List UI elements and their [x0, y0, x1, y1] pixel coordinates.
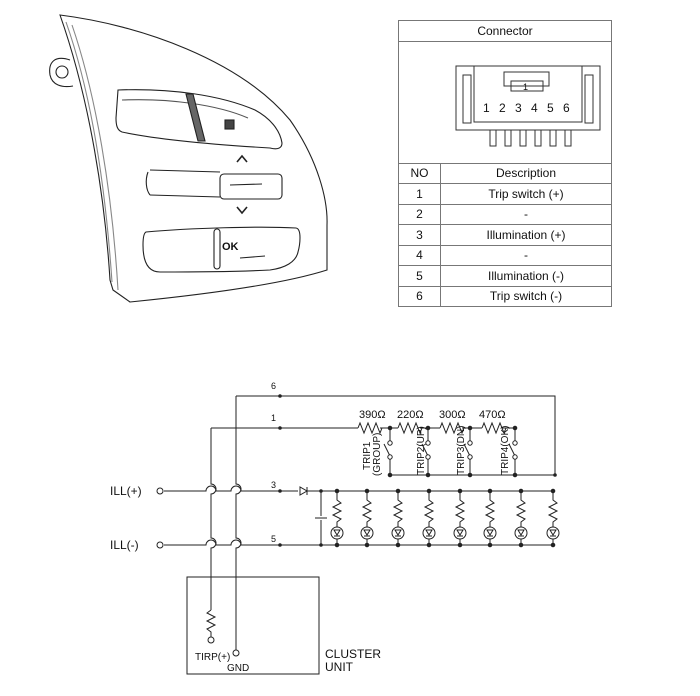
led-icon	[483, 526, 497, 540]
resistor-label: 300Ω	[439, 409, 466, 421]
gnd-terminal	[232, 649, 240, 657]
led-icon	[514, 526, 528, 540]
pin-description: Trip switch (-)	[440, 285, 612, 307]
pin-label: 2	[499, 101, 506, 115]
pin-1-label: 1	[271, 413, 276, 423]
capacitor	[315, 491, 327, 545]
ok-button[interactable]	[142, 226, 301, 273]
switch-label: (GROUP)	[372, 433, 383, 476]
switch-label: TRIP2(UP)	[416, 426, 427, 475]
gnd-label: GND	[227, 663, 249, 674]
scroll-button[interactable]	[219, 173, 283, 200]
resistor-390	[357, 421, 383, 435]
led-icon	[546, 526, 560, 540]
illumination-led	[360, 488, 374, 548]
led-icon	[453, 526, 467, 540]
trip-switch	[383, 425, 393, 478]
illumination-led	[391, 488, 405, 548]
led-icon	[391, 526, 405, 540]
tirp-terminal	[207, 636, 215, 644]
table-row: 4-	[398, 244, 612, 266]
trip-switch	[463, 425, 473, 478]
pin-label: 6	[563, 101, 570, 115]
pin-3-label: 3	[271, 480, 276, 490]
pin-label: 1	[483, 101, 490, 115]
illumination-led	[330, 488, 344, 548]
connector-icon: 1 1 2 3 4 5 6	[455, 65, 601, 146]
cluster-label: CLUSTER	[325, 647, 381, 661]
led-icon	[360, 526, 374, 540]
led-icon	[422, 526, 436, 540]
pin-6-label: 6	[271, 381, 276, 391]
led-icon	[330, 526, 344, 540]
illumination-led	[422, 488, 436, 548]
pin-label: 4	[531, 101, 538, 115]
resistor-label: 390Ω	[359, 409, 386, 421]
ok-label: OK	[222, 241, 239, 253]
ill-plus-terminal	[156, 487, 164, 495]
illumination-led	[453, 488, 467, 548]
pin-label: 3	[515, 101, 522, 115]
pin-5-label: 5	[271, 534, 276, 544]
illumination-led	[483, 488, 497, 548]
switch-housing	[59, 14, 328, 303]
resistor-label: 220Ω	[397, 409, 424, 421]
connector-key-label: 1	[523, 82, 528, 92]
switch-label: TRIP3(DN)	[456, 426, 467, 475]
switch-label: TRIP1	[362, 441, 373, 470]
switch-label: TRIP4(OK)	[500, 426, 511, 475]
resistor-300	[439, 421, 465, 435]
ill-minus-terminal	[156, 541, 164, 549]
resistor-label: 470Ω	[479, 409, 506, 421]
top-button[interactable]	[115, 89, 283, 150]
trip-switch	[421, 425, 431, 478]
illumination-led	[546, 488, 560, 548]
resistor-220	[397, 421, 423, 435]
cluster-label: UNIT	[325, 660, 354, 674]
diode	[299, 486, 309, 496]
tirp-label: TIRP(+)	[195, 652, 230, 663]
connector-image: 1 1 2 3 4 5 6	[398, 40, 612, 164]
resistor-470	[481, 421, 507, 435]
ill-plus-label: ILL(+)	[110, 484, 142, 498]
pin-no: 6	[398, 285, 441, 307]
trip-switch	[508, 425, 518, 478]
ill-minus-label: ILL(-)	[110, 538, 139, 552]
pin-label: 5	[547, 101, 554, 115]
illumination-led	[514, 488, 528, 548]
